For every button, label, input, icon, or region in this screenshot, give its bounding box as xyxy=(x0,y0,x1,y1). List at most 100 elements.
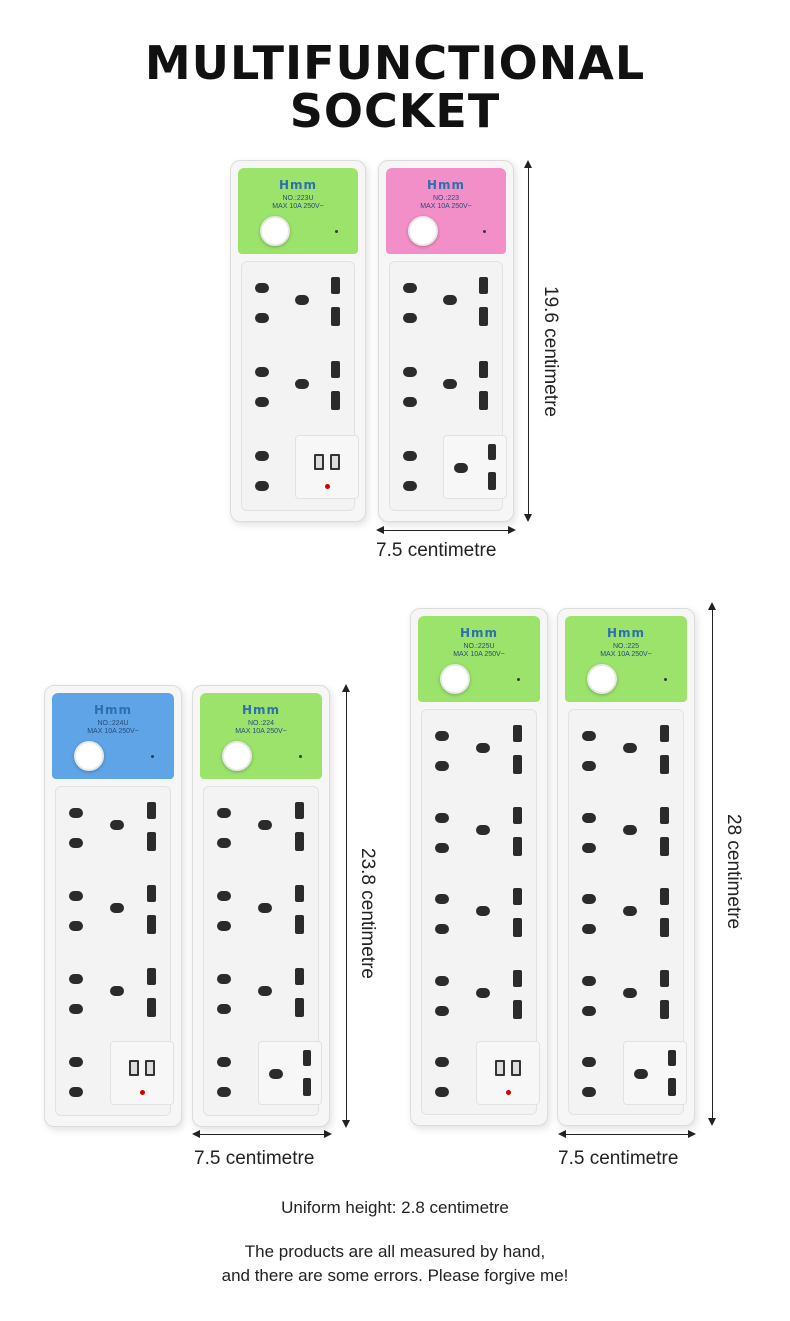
outlet-hole xyxy=(217,1057,231,1067)
usb-port-icon[interactable] xyxy=(314,454,324,470)
indicator-light xyxy=(664,678,667,681)
outlet-hole xyxy=(147,885,156,902)
height-dimension-line xyxy=(712,604,713,1124)
page-title-line1: MULTIFUNCTIONAL xyxy=(144,36,646,90)
brand-logo: Hmm xyxy=(459,626,499,640)
width-label: 7.5 centimetre xyxy=(376,540,497,561)
outlet-hole xyxy=(660,755,669,774)
power-switch[interactable] xyxy=(587,664,617,694)
outlet-hole xyxy=(269,1069,283,1079)
outlet-hole xyxy=(668,1078,676,1097)
model-number: NO.:224 xyxy=(247,720,275,727)
outlet-hole xyxy=(435,894,449,905)
outlet-hole xyxy=(582,812,596,823)
outlet-hole xyxy=(255,313,269,323)
outlet-hole xyxy=(403,367,417,377)
usb-indicator-light xyxy=(325,484,330,489)
indicator-light xyxy=(517,678,520,681)
outlet-hole xyxy=(513,836,522,856)
outlet-hole xyxy=(443,379,457,389)
outlet-hole xyxy=(403,283,417,293)
model-number: NO.:225 xyxy=(612,643,640,650)
outlet-hole xyxy=(331,391,340,410)
outlet-hole xyxy=(295,379,309,389)
power-switch[interactable] xyxy=(222,741,252,771)
outlet-hole xyxy=(295,915,304,934)
power-switch[interactable] xyxy=(440,664,470,694)
outlet-hole xyxy=(435,1057,449,1068)
usb-port-icon[interactable] xyxy=(495,1060,505,1077)
outlet-hole xyxy=(476,824,490,835)
outlet-hole xyxy=(488,444,496,460)
outlet-hole xyxy=(479,277,488,294)
outlet-hole xyxy=(110,986,124,996)
outlet-hole xyxy=(634,1069,648,1080)
outlet-hole xyxy=(582,1057,596,1068)
outlet-hole xyxy=(295,832,304,851)
usb-port-icon[interactable] xyxy=(511,1060,521,1077)
usb-port-icon[interactable] xyxy=(145,1060,155,1076)
outlet-hole xyxy=(295,968,304,985)
width-label: 7.5 centimetre xyxy=(558,1148,679,1169)
indicator-light xyxy=(151,755,154,758)
height-label: 28 centimetre xyxy=(723,814,744,930)
outlet-hole xyxy=(403,481,417,491)
outlet-hole xyxy=(295,998,304,1017)
outlet-hole xyxy=(479,307,488,326)
arrow-right-icon xyxy=(508,526,516,534)
brand-logo: Hmm xyxy=(606,626,646,640)
outlet-hole xyxy=(435,842,449,853)
brand-logo: Hmm xyxy=(426,178,466,192)
outlet-hole xyxy=(513,969,522,987)
outlet-hole xyxy=(513,918,522,938)
usb-port-icon[interactable] xyxy=(129,1060,139,1076)
outlet-hole xyxy=(582,1087,596,1098)
outlet-hole xyxy=(69,974,83,984)
brand-logo: Hmm xyxy=(278,178,318,192)
indicator-light xyxy=(299,755,302,758)
outlet-hole xyxy=(513,806,522,824)
outlet-hole xyxy=(147,832,156,851)
outlet-hole xyxy=(488,472,496,490)
outlet-hole xyxy=(513,888,522,906)
outlet-hole xyxy=(623,743,637,753)
outlet-hole xyxy=(435,1087,449,1098)
universal-outlet xyxy=(623,1041,687,1106)
power-switch[interactable] xyxy=(408,216,438,246)
indicator-light xyxy=(335,230,338,233)
outlet-hole xyxy=(403,451,417,461)
outlet-hole xyxy=(660,969,669,987)
arrow-up-icon xyxy=(524,160,532,168)
arrow-down-icon xyxy=(342,1120,350,1128)
outlet-hole xyxy=(303,1050,311,1066)
outlet-hole xyxy=(582,975,596,986)
outlet-hole xyxy=(435,975,449,986)
outlet-hole xyxy=(582,894,596,905)
outlet-hole xyxy=(476,906,490,917)
usb-port-icon[interactable] xyxy=(330,454,340,470)
outlet-hole xyxy=(255,481,269,491)
outlet-hole xyxy=(295,295,309,305)
universal-outlet xyxy=(258,1041,322,1105)
arrow-up-icon xyxy=(708,602,716,610)
outlet-hole xyxy=(623,824,637,835)
outlet-hole xyxy=(110,903,124,913)
outlet-hole xyxy=(255,397,269,407)
outlet-hole xyxy=(295,885,304,902)
outlet-hole xyxy=(255,367,269,377)
model-number: NO.:224U xyxy=(97,720,129,727)
outlet-hole xyxy=(403,397,417,407)
outlet-hole xyxy=(217,921,231,931)
power-switch[interactable] xyxy=(74,741,104,771)
power-rating: MAX 10A 250V~ xyxy=(600,651,652,658)
power-switch[interactable] xyxy=(260,216,290,246)
usb-indicator-light xyxy=(506,1090,511,1096)
outlet-hole xyxy=(582,924,596,935)
outlet-hole xyxy=(660,918,669,938)
brand-logo: Hmm xyxy=(241,703,281,717)
